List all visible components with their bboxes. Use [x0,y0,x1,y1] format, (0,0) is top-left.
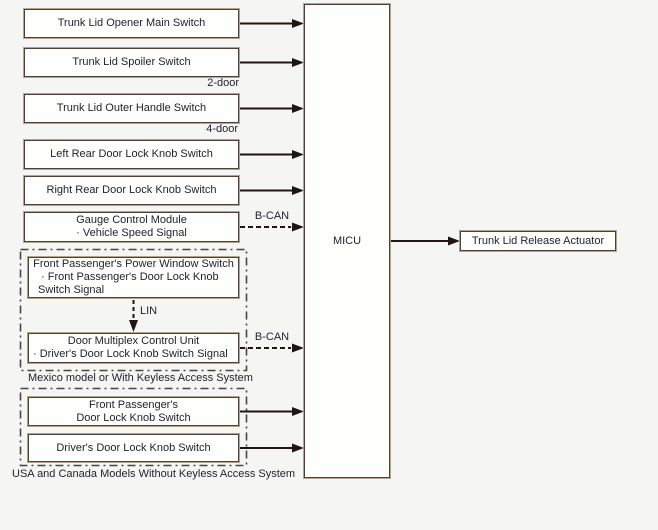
box-front-passenger-power-window-switch: Front Passenger's Power Window Switch · … [27,256,240,299]
bus-label-bcan-multiplex: B-CAN [254,331,290,343]
arrow-right-rear-knob-to-micu [240,186,304,195]
box-label-line2: Door Lock Knob Switch [76,411,191,424]
box-micu: MICU [303,3,391,479]
box-label: Driver's Door Lock Knob Switch [56,441,211,454]
arrow-bcan-gauge-to-micu [240,222,304,232]
bus-label-bcan-gauge: B-CAN [254,210,290,222]
box-label-line1: Door Multiplex Control Unit [67,335,200,347]
box-trunk-lid-release-actuator: Trunk Lid Release Actuator [459,230,617,252]
box-label-line2: · Vehicle Speed Signal [76,227,187,239]
box-driver-door-lock-knob-switch: Driver's Door Lock Knob Switch [27,433,240,463]
arrow-front-passenger-knob-to-micu [240,407,304,416]
box-label: Left Rear Door Lock Knob Switch [50,148,213,160]
bus-label-lin: LIN [140,305,158,317]
micu-label: MICU [332,234,362,247]
arrow-opener-main-to-micu [240,19,304,28]
arrow-outer-handle-to-micu [240,104,304,113]
arrow-driver-knob-to-micu [240,443,304,453]
variant-label-2-door: 2-door [207,77,239,89]
box-right-rear-door-lock-knob-switch: Right Rear Door Lock Knob Switch [23,175,240,206]
non-keyless-group-caption: USA and Canada Models Without Keyless Ac… [12,468,296,480]
box-label: Right Rear Door Lock Knob Switch [46,184,217,196]
box-door-multiplex-control-unit: Door Multiplex Control Unit · Driver's D… [27,332,240,364]
box-trunk-lid-spoiler-switch: Trunk Lid Spoiler Switch [23,47,240,78]
arrow-spoiler-to-micu [240,58,304,67]
box-label-line3: Switch Signal [38,284,105,296]
keyless-group-caption: Mexico model or With Keyless Access Syst… [28,372,253,384]
box-trunk-lid-opener-main-switch: Trunk Lid Opener Main Switch [23,8,240,39]
box-front-passenger-door-lock-knob-switch: Front Passenger's Door Lock Knob Switch [27,396,240,427]
keyless-group-outline [19,248,248,372]
non-keyless-group-outline [19,387,248,467]
arrow-lin-power-window-to-multiplex [129,300,138,332]
box-label-line1: Front Passenger's [89,398,178,411]
box-label: Trunk Lid Outer Handle Switch [56,102,207,114]
box-label-line2: · Front Passenger's Door Lock Knob [41,271,219,283]
arrow-micu-to-actuator [391,236,460,246]
box-trunk-lid-outer-handle-switch: Trunk Lid Outer Handle Switch [23,93,240,124]
variant-label-4-door: 4-door [206,123,238,135]
arrow-bcan-multiplex-to-micu [240,343,304,353]
box-label: Trunk Lid Spoiler Switch [72,56,191,68]
box-label-line1: Gauge Control Module [76,214,187,226]
box-label: Trunk Lid Opener Main Switch [57,17,206,29]
box-gauge-control-module: Gauge Control Module · Vehicle Speed Sig… [23,211,240,243]
box-label-line1: Front Passenger's Power Window Switch [33,258,234,270]
box-label: Trunk Lid Release Actuator [471,234,605,247]
arrow-left-rear-knob-to-micu [240,150,304,159]
box-label-line2: · Driver's Door Lock Knob Switch Signal [33,348,228,360]
box-left-rear-door-lock-knob-switch: Left Rear Door Lock Knob Switch [23,139,240,170]
